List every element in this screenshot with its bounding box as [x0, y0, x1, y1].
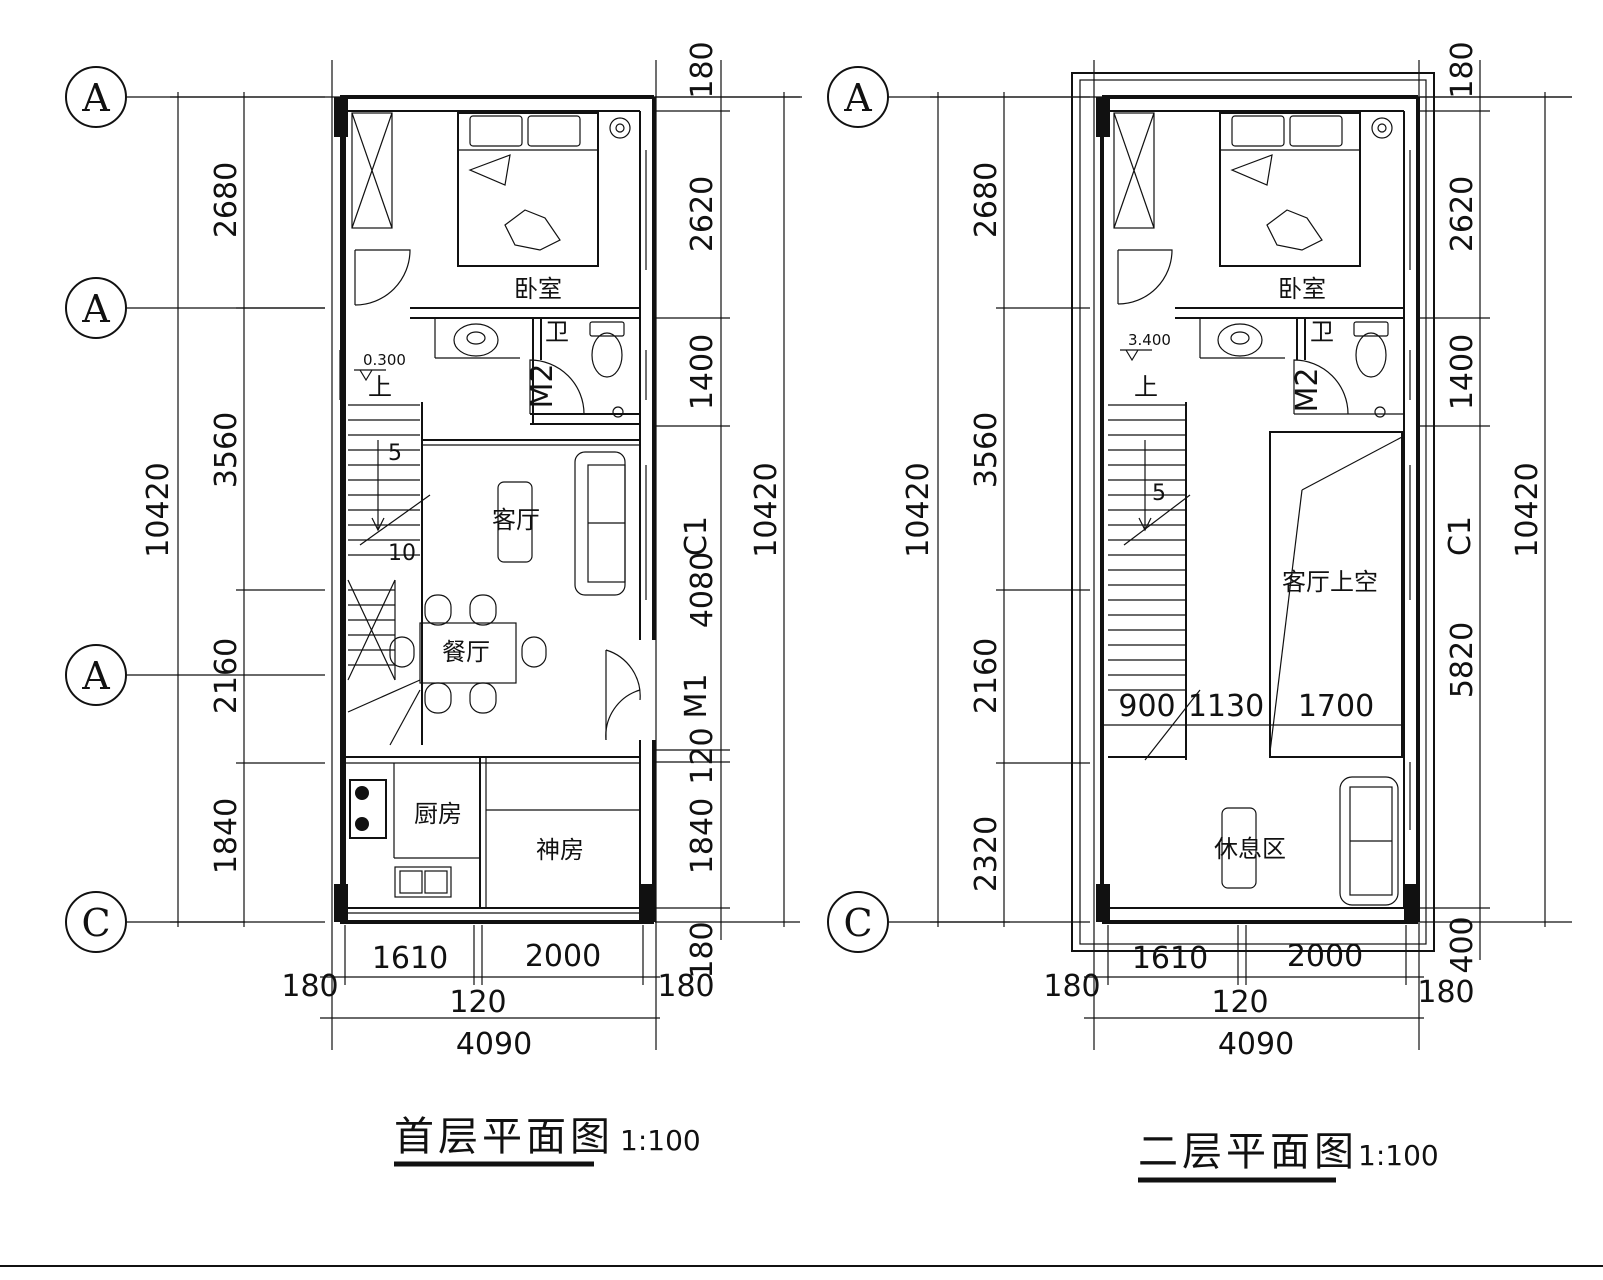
floor2-left-dimensions: 2680 3560 2160 2320 10420 [901, 92, 1090, 927]
window-label-c1: C1 [679, 516, 714, 556]
dim-left-total: 10420 [901, 462, 936, 557]
floor2-title: 二层平面图 [1138, 1129, 1358, 1175]
axis-label: A [843, 76, 872, 120]
dim-right-total: 10420 [749, 462, 784, 557]
dim-right-3: 1400 [685, 334, 720, 410]
dim-bottom-total: 4090 [456, 1027, 532, 1062]
room-label-bedroom: 卧室 [514, 275, 562, 303]
door-label-m1: M1 [679, 674, 714, 719]
floor1-dining-table [389, 594, 547, 714]
dim-right-6: 1840 [685, 798, 720, 874]
dim-left-1: 2680 [209, 162, 244, 238]
dim-right-2: 2620 [685, 176, 720, 252]
dim-bottom-4: 2000 [1287, 939, 1363, 974]
floor1-bottom-dimensions: 180 1610 120 2000 180 4090 [281, 60, 715, 1062]
dim-right-total: 10420 [1510, 462, 1545, 557]
dim-inner-3: 1700 [1298, 689, 1374, 724]
dim-left-4: 2320 [969, 816, 1004, 892]
floor1-right-dimensions: 180 2620 1400 4080 120 1840 180 10420 [655, 41, 800, 979]
floor2-scale: 1:100 [1358, 1139, 1439, 1172]
axis-label: A [81, 287, 110, 331]
elevation-label: 0.300 [363, 351, 406, 369]
dim-inner-2: 1130 [1188, 689, 1264, 724]
axis-label: C [81, 901, 110, 945]
dim-right-1: 180 [685, 41, 720, 98]
dim-right-4: 4080 [685, 552, 720, 628]
stair-up-label: 上 [1134, 373, 1158, 401]
window-label-c1: C1 [1443, 516, 1478, 556]
dim-right-4: 5820 [1445, 622, 1480, 698]
floor2-toilet [1353, 321, 1389, 418]
dim-left-2: 3560 [209, 412, 244, 488]
dim-right-7: 180 [685, 921, 720, 978]
floor1-sink [453, 323, 499, 357]
floor2-right-dimensions: 180 2620 1400 5820 400 10420 [1420, 41, 1572, 974]
floor1-plan: A A A C 2680 3560 2160 1840 10420 [65, 41, 802, 1167]
floor2-bed [1219, 112, 1393, 267]
room-label-lounge: 休息区 [1214, 835, 1286, 863]
room-label-dining: 餐厅 [442, 638, 490, 666]
floor1-stair [347, 404, 431, 746]
dim-inner-1: 900 [1118, 689, 1175, 724]
dim-bottom-5: 180 [657, 969, 714, 1004]
room-label-living: 客厅 [492, 506, 540, 534]
dim-bottom-total: 4090 [1218, 1027, 1294, 1062]
axis-label: C [843, 901, 872, 945]
dim-right-1: 180 [1445, 41, 1480, 98]
door-label-m2: M2 [525, 364, 560, 409]
stair-step-label: 5 [1152, 481, 1166, 506]
dim-bottom-2: 1610 [1132, 941, 1208, 976]
dim-right-5: 120 [685, 727, 720, 784]
room-label-void: 客厅上空 [1282, 568, 1378, 596]
dim-right-3: 1400 [1445, 334, 1480, 410]
floor1-kitchen-fixtures [349, 779, 452, 898]
stair-up-label: 上 [368, 373, 392, 401]
floor2-plan: A C 2680 3560 2160 2320 10420 [827, 41, 1572, 1183]
dim-bottom-3: 120 [1211, 985, 1268, 1020]
dim-bottom-3: 120 [449, 985, 506, 1020]
dim-bottom-1: 180 [281, 969, 338, 1004]
floor2-sink [1217, 323, 1263, 357]
floor2-lounge-sofa [1221, 776, 1399, 906]
floor1-title: 首层平面图 [394, 1114, 614, 1160]
dim-bottom-5: 180 [1417, 975, 1474, 1010]
dim-left-1: 2680 [969, 162, 1004, 238]
room-label-shrine: 神房 [536, 836, 584, 864]
room-label-bedroom: 卧室 [1278, 275, 1326, 303]
dim-left-2: 3560 [969, 412, 1004, 488]
dim-bottom-1: 180 [1043, 969, 1100, 1004]
stair-step-label: 10 [388, 541, 416, 566]
floor1-left-dimensions: 2680 3560 2160 1840 10420 [141, 92, 325, 927]
dim-bottom-2: 1610 [372, 941, 448, 976]
room-label-bath: 卫 [1310, 318, 1334, 346]
dim-left-total: 10420 [141, 462, 176, 557]
elevation-label: 3.400 [1128, 331, 1171, 349]
dim-left-3: 2160 [969, 638, 1004, 714]
dim-right-2: 2620 [1445, 176, 1480, 252]
room-label-bath: 卫 [545, 318, 569, 346]
floor1-walls [334, 95, 656, 924]
floor1-sofa [497, 451, 626, 596]
floor1-scale: 1:100 [620, 1124, 701, 1157]
dim-left-4: 1840 [209, 798, 244, 874]
room-label-kitchen: 厨房 [414, 800, 462, 828]
door-label-m2: M2 [1290, 368, 1325, 413]
dim-right-5: 400 [1445, 916, 1480, 973]
axis-label: A [81, 76, 110, 120]
dim-left-3: 2160 [209, 638, 244, 714]
floor1-bed [457, 112, 631, 267]
axis-label: A [81, 654, 110, 698]
stair-step-label: 5 [388, 441, 402, 466]
dim-bottom-4: 2000 [525, 939, 601, 974]
floor2-walls [1071, 72, 1435, 952]
floor1-toilet [589, 321, 625, 418]
